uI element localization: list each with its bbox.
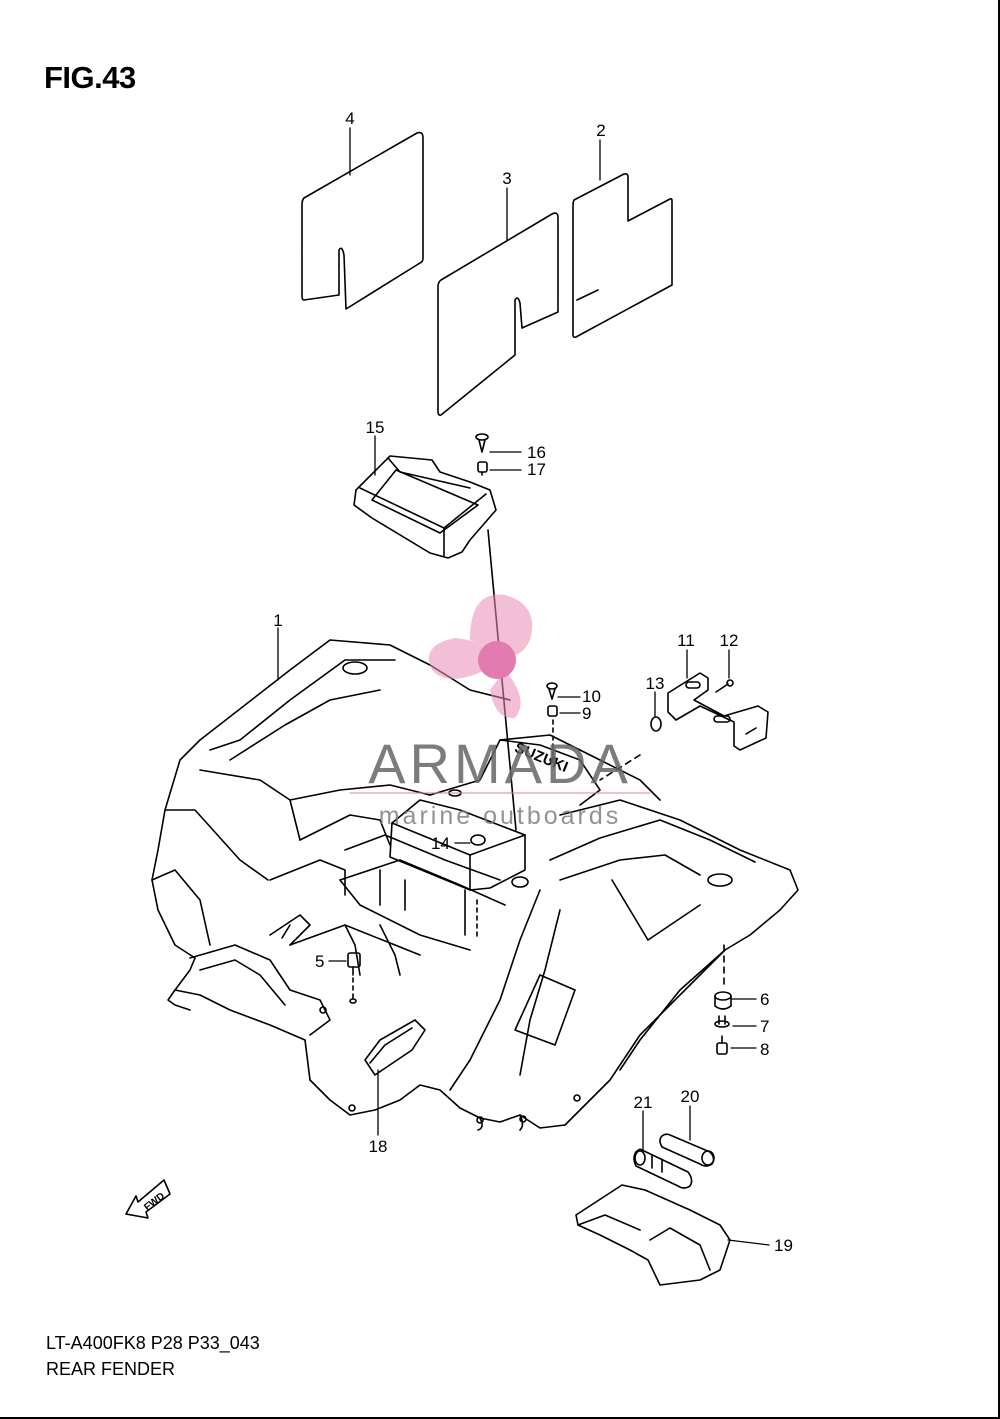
washer-part-13 [599,716,662,781]
leader-lines [277,127,770,1246]
callout-6: 6 [760,990,769,1009]
callout-19: 19 [774,1236,793,1255]
callout-12: 12 [720,631,739,650]
callout-labels: 4 2 3 15 16 17 1 11 12 13 10 9 14 5 6 7 … [273,109,793,1255]
bracket-part-11 [667,672,769,751]
nut-part-9 [547,705,558,763]
rear-fender-part-1 [151,639,799,1131]
fwd-arrow-icon [125,1179,171,1219]
tube-part-20 [659,1133,715,1167]
bolt-part-8 [716,1035,728,1055]
callout-18: 18 [369,1137,388,1156]
decal-part-3 [437,212,559,416]
callout-15: 15 [366,418,385,437]
watermark-brand: ARMADA [368,732,632,795]
callout-1: 1 [273,611,282,630]
screw-part-10 [546,682,558,700]
model-code: LT-A400FK8 P28 P33_043 [46,1333,260,1353]
screw-part-12 [715,679,734,693]
callout-3: 3 [502,169,511,188]
callout-8: 8 [760,1040,769,1059]
figure-title: FIG.43 [44,60,136,95]
callout-2: 2 [596,121,605,140]
screw-part-16 [475,433,489,453]
decal-part-4 [301,131,424,310]
callout-16: 16 [527,443,546,462]
decal-part-2 [572,173,673,339]
callout-21: 21 [634,1093,653,1112]
watermark-tagline: marine outboards [379,802,622,830]
callout-17: 17 [527,460,546,479]
collar-part-7 [714,1015,730,1028]
watermark-logo-icon [428,594,533,719]
bolt-part-5 [347,952,361,1004]
tube-part-21 [633,1148,693,1189]
callout-11: 11 [677,631,695,650]
callout-4: 4 [345,109,354,128]
battery-box-part-15 [353,455,497,559]
callout-13: 13 [646,674,665,693]
section-name: REAR FENDER [46,1359,176,1379]
grommet-part-14 [470,834,486,846]
callout-5: 5 [315,952,324,971]
nut-part-17 [477,461,488,479]
bag-part-19 [575,1184,731,1286]
damper-part-6 [714,944,732,1010]
fwd-label: FWD [142,1191,167,1214]
callout-20: 20 [681,1087,700,1106]
callout-14: 14 [431,834,450,853]
callout-10: 10 [582,687,601,706]
callout-7: 7 [760,1017,769,1036]
callout-9: 9 [582,704,591,723]
